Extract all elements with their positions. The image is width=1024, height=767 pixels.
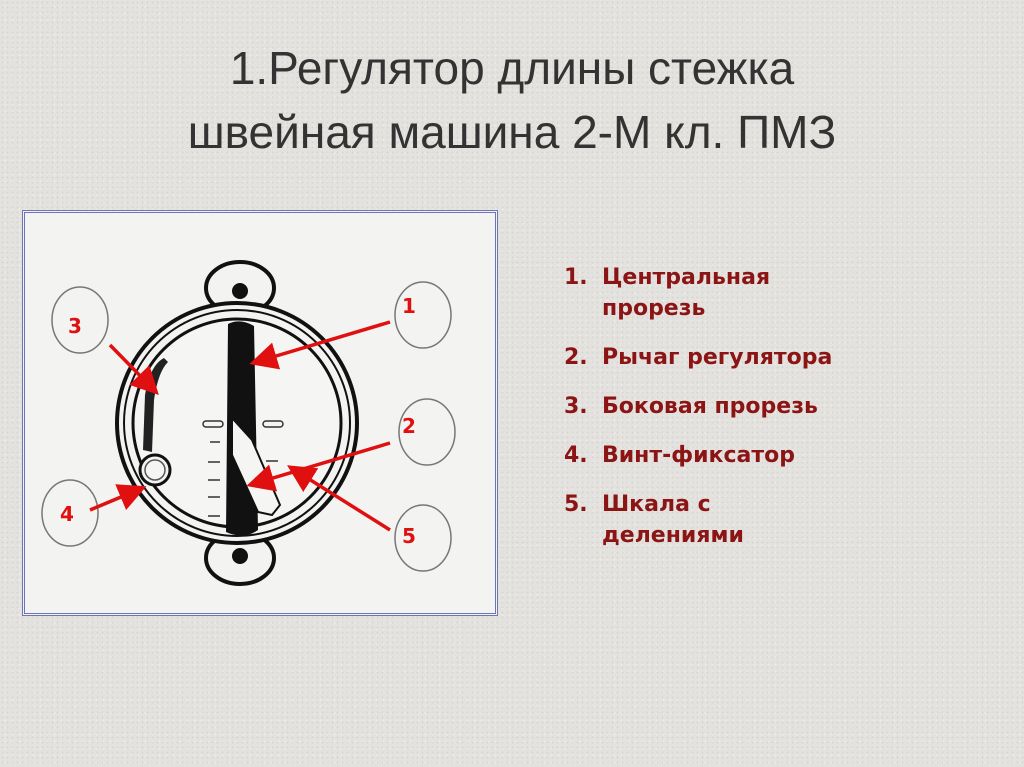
callout-label-5: 5 — [402, 524, 416, 548]
title-line-2: швейная машина 2-М кл. ПМЗ — [187, 106, 837, 158]
legend-text: Шкала с делениями — [602, 492, 744, 548]
callout-label-1: 1 — [402, 294, 416, 318]
callout-label-3: 3 — [68, 314, 82, 338]
fixing-screw — [138, 453, 172, 487]
mount-hole-bottom — [232, 548, 248, 564]
legend-text: Рычаг регулятора — [602, 345, 833, 370]
legend-item: 3. Боковая прорезь — [564, 391, 932, 422]
parts-legend: 1. Центральная прорезь 2. Рычаг регулятора… — [564, 262, 932, 569]
callout-circle-5 — [394, 504, 452, 572]
arrow-2 — [246, 441, 391, 492]
callout-circle-1 — [394, 281, 452, 349]
callout-label-4: 4 — [60, 502, 74, 526]
legend-text: Центральная прорезь — [602, 265, 771, 321]
arrow-5 — [287, 465, 391, 532]
callout-circle-4 — [41, 479, 99, 547]
legend-number: 1. — [564, 265, 588, 290]
graduated-scale — [202, 420, 284, 517]
arrow-3 — [108, 343, 159, 396]
legend-number: 3. — [564, 394, 588, 419]
legend-text: Боковая прорезь — [602, 394, 818, 419]
mount-hole-top — [232, 283, 248, 299]
arrow-1 — [249, 320, 391, 370]
legend-number: 2. — [564, 345, 588, 370]
legend-item: 5. Шкала с делениями — [564, 489, 932, 551]
callout-label-2: 2 — [402, 414, 416, 438]
legend-item: 1. Центральная прорезь — [564, 262, 932, 324]
arrow-4 — [89, 484, 147, 512]
legend-number: 5. — [564, 492, 588, 517]
legend-item: 4. Винт-фиксатор — [564, 440, 932, 471]
legend-item: 2. Рычаг регулятора — [564, 342, 932, 373]
callout-circle-3 — [51, 286, 109, 354]
callout-circle-2 — [398, 398, 456, 466]
legend-text: Винт-фиксатор — [602, 443, 795, 468]
title-line-1: 1.Регулятор длины стежка — [229, 42, 795, 94]
slide-title: 1.Регулятор длины стежка швейная машина … — [0, 36, 1024, 164]
legend-number: 4. — [564, 443, 588, 468]
